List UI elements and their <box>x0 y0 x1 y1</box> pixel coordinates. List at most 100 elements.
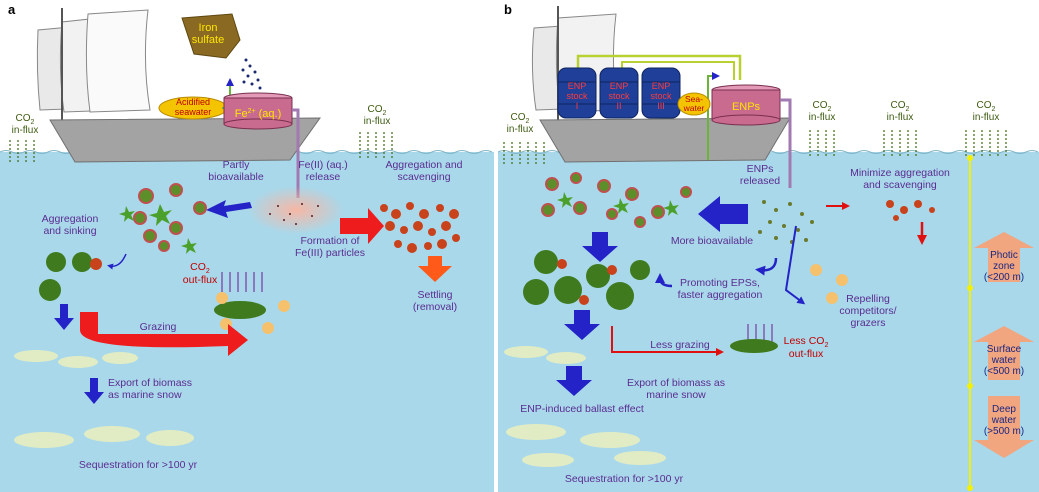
sequestration-label-b: Sequestration for >100 yr <box>565 473 684 485</box>
less-grazing-label: Less grazing <box>650 339 710 351</box>
blue-arrow-left <box>206 200 252 218</box>
promoting-curved-arrow <box>755 257 778 276</box>
ballast-label: ENP-induced ballast effect <box>520 403 644 415</box>
depth-ticks <box>967 155 973 491</box>
settling-arrow <box>418 256 452 282</box>
panel-letter-a: a <box>8 2 16 17</box>
ship-hull <box>539 117 791 163</box>
repelling-arrow <box>784 225 806 305</box>
grazers-group <box>214 292 290 334</box>
seawater-label: Sea-water <box>683 94 705 113</box>
sequestration-label: Sequestration for >100 yr <box>79 459 198 471</box>
green-feed-pipe <box>621 61 735 80</box>
fe-aggregates-small <box>886 200 935 221</box>
grazer-icon <box>836 274 848 286</box>
repelled-grazers <box>810 264 848 304</box>
grazing-label: Grazing <box>140 321 177 333</box>
grazer-icon <box>810 264 822 276</box>
co2-outflux-arrows <box>221 272 263 292</box>
promoting-label: Promoting EPSs,faster aggregation <box>678 277 763 301</box>
green-inlet-pipe <box>707 72 720 160</box>
blue-down-arrow <box>84 378 104 404</box>
aggregates-sinking <box>523 250 650 310</box>
co2-influx-arrows <box>359 132 393 160</box>
more-bioavailable-label: More bioavailable <box>671 235 753 247</box>
grazer-icon <box>826 292 838 304</box>
grazer-icon <box>262 322 274 334</box>
enps-tank-label: ENPs <box>732 101 761 113</box>
panel-letter-b: b <box>504 2 512 17</box>
blue-down-arrow-large <box>582 232 618 262</box>
iron-sulfate-bag-icon <box>181 13 241 59</box>
grazer-icon <box>216 292 228 304</box>
fe-aggregates <box>380 202 460 253</box>
enp-discharge-pipe <box>780 98 792 188</box>
grazing-arrow <box>80 312 248 356</box>
fe-release-cloud <box>248 186 344 234</box>
fe-particles <box>269 203 319 225</box>
fe-release-label: Fe(II) (aq.)release <box>298 159 348 183</box>
seawater-badge <box>677 92 711 116</box>
enp-particles <box>758 200 814 244</box>
ship-a <box>36 8 321 163</box>
co2-influx-arrows <box>809 130 835 158</box>
marine-snow <box>504 346 586 364</box>
blue-down-arrow-large <box>564 310 600 340</box>
co2-influx-arrows <box>883 130 917 158</box>
curved-arrow <box>107 253 127 270</box>
blue-arrow-left-large <box>698 196 748 232</box>
grazer-icon <box>278 300 290 312</box>
less-grazing-arrow <box>611 326 724 356</box>
blue-down-arrow <box>54 304 74 330</box>
fe-discharge-pipe <box>292 108 300 198</box>
iron-granules <box>241 58 262 90</box>
co2-influx-arrows <box>965 130 1007 158</box>
red-arrow-right <box>340 208 384 244</box>
fe-tank-label: Fe2+ (aq.) <box>235 108 282 120</box>
co2-outflux-arrows <box>747 324 773 342</box>
green-feed-pipe <box>576 54 742 80</box>
blue-down-arrow-large <box>556 366 592 396</box>
promoting-curved-arrow <box>655 273 673 288</box>
sequestered-biomass <box>14 426 194 448</box>
aggregates-sinking <box>39 252 102 301</box>
settling-label: Settling(removal) <box>413 289 457 313</box>
phytoplankton-cluster <box>541 172 692 228</box>
grazer-cluster <box>730 339 778 353</box>
panel-divider <box>494 0 498 492</box>
